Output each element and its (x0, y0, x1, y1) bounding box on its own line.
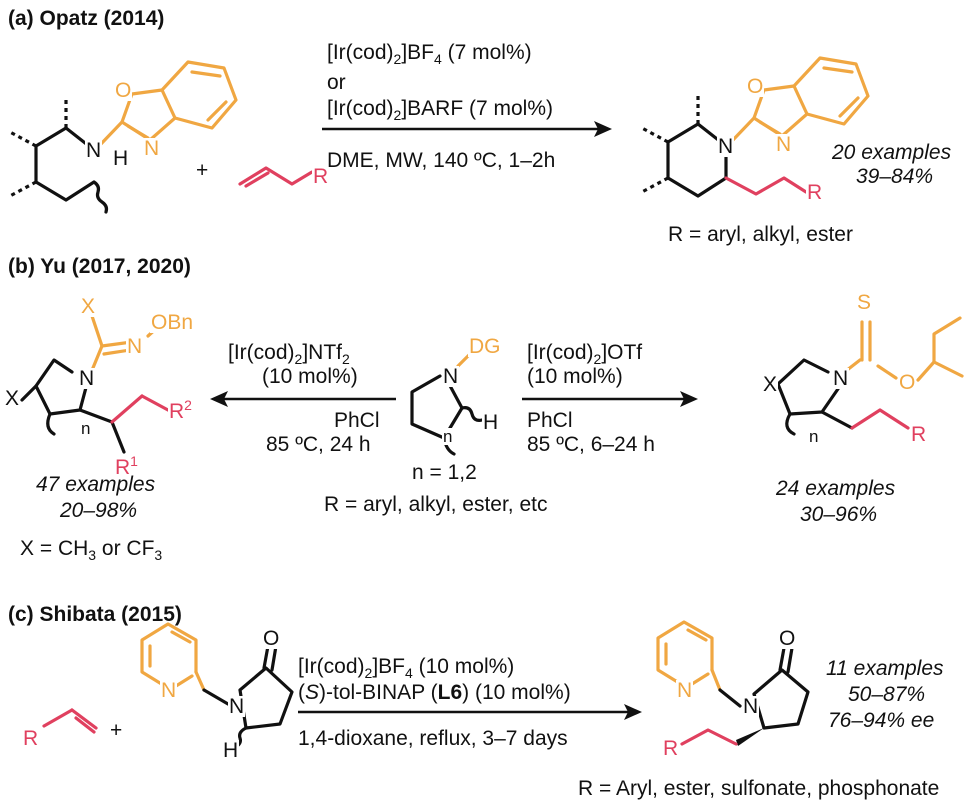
atom-o-lactam: O (262, 627, 281, 650)
reagent-c-1: [Ir(cod)2]BF4 (10 mol%) (298, 655, 515, 682)
reagent-a-1: [Ir(cod)2]BF4 (7 mol%) (327, 41, 532, 68)
reagent-a-2: [Ir(cod)2]BARF (7 mol%) (327, 97, 553, 124)
atom-n-imine: N (126, 335, 144, 358)
plus-c: + (110, 719, 123, 742)
examples-b-right: 24 examples (776, 477, 896, 500)
yield-b-left: 20–98% (60, 499, 138, 522)
heading-b: (b) Yu (2017, 2020) (8, 255, 191, 278)
shibata-alkene (42, 708, 98, 734)
atom-r-product-c: R (662, 737, 680, 760)
atom-obn: OBn (150, 311, 195, 334)
reagent-b-left-2: (10 mol%) (262, 365, 358, 388)
atom-r: R (312, 165, 330, 188)
reagent-b-left-1: [Ir(cod)2]NTf2 (228, 341, 350, 368)
atom-n: N (85, 139, 103, 162)
heading-a: (a) Opatz (2014) (8, 7, 165, 30)
atom-x-ring-right: X (762, 373, 779, 396)
scope-a: R = aryl, alkyl, ester (668, 223, 853, 246)
opatz-substrate (9, 60, 238, 214)
examples-c: 11 examples (826, 657, 944, 680)
reagent-b-right-2: (10 mol%) (527, 365, 623, 388)
atom-o-thio: O (898, 371, 917, 394)
conditions-a: DME, MW, 140 ºC, 1–2h (327, 149, 556, 172)
shibata-arrow (298, 704, 642, 720)
atom-n-index-center: n (442, 427, 454, 446)
yu-left-product (20, 314, 170, 454)
plus-a: + (196, 159, 209, 182)
atom-n-index-right: n (808, 427, 820, 446)
atom-h-lactam: H (222, 739, 240, 762)
conditions-b-left-1: PhCl (334, 409, 380, 432)
atom-x-ring-left: X (4, 387, 21, 410)
atom-n-oxazole: N (143, 137, 161, 160)
atom-r2: R2 (168, 397, 193, 423)
examples-b-left: 47 examples (36, 473, 156, 496)
yu-right-product (776, 316, 964, 436)
opatz-arrow (322, 121, 612, 137)
reagent-a-or: or (327, 71, 346, 94)
conditions-c: 1,4-dioxane, reflux, 3–7 days (298, 727, 568, 750)
atom-s: S (856, 291, 873, 314)
yield-a: 39–84% (856, 165, 934, 188)
n-definition: n = 1,2 (412, 461, 477, 484)
shibata-substrate (140, 622, 294, 750)
atom-n-product: N (717, 135, 735, 158)
atom-n-index-left: n (80, 419, 92, 438)
conditions-b-left-2: 85 ºC, 24 h (266, 433, 371, 456)
examples-a: 20 examples (832, 141, 952, 164)
atom-o-product: O (746, 75, 765, 98)
reagent-c-2: (S)-tol-BINAP (L6) (10 mol%) (298, 681, 571, 704)
atom-n-oxazole-product: N (775, 133, 793, 156)
opatz-alkene (238, 166, 314, 188)
scope-b: R = aryl, alkyl, ester, etc (324, 493, 548, 516)
atom-h-center: H (482, 411, 500, 434)
x-definition: X = CH3 or CF3 (20, 537, 163, 564)
conditions-b-right-1: PhCl (527, 409, 573, 432)
atom-r-product: R (806, 181, 824, 204)
atom-h: H (112, 147, 130, 170)
atom-x-left: X (80, 295, 97, 318)
atom-n-left: N (78, 367, 96, 390)
atom-r-right: R (910, 423, 928, 446)
opatz-product (641, 56, 870, 198)
yield-c: 50–87% (848, 683, 926, 706)
atom-n-pyridine: N (160, 679, 178, 702)
atom-n-right: N (832, 367, 850, 390)
ee-c: 76–94% ee (828, 709, 935, 732)
atom-n-lactam: N (228, 695, 246, 718)
atom-n-lactam-product: N (742, 695, 760, 718)
atom-o: O (114, 79, 133, 102)
conditions-b-right-2: 85 ºC, 6–24 h (527, 433, 655, 456)
scope-c: R = Aryl, ester, sulfonate, phosphonate (578, 777, 940, 800)
shibata-product (656, 620, 810, 746)
reagent-b-right-1: [Ir(cod)2]OTf (527, 341, 643, 368)
atom-r1: R1 (114, 453, 139, 479)
yield-b-right: 30–96% (800, 503, 878, 526)
yu-left-arrow (210, 391, 396, 407)
atom-dg: DG (468, 335, 502, 358)
yu-right-arrow (522, 391, 698, 407)
heading-c: (c) Shibata (2015) (8, 603, 182, 626)
atom-r-alkene: R (22, 727, 40, 750)
atom-o-lactam-product: O (778, 627, 797, 650)
atom-n-center: N (442, 365, 460, 388)
atom-n-pyridine-product: N (676, 679, 694, 702)
